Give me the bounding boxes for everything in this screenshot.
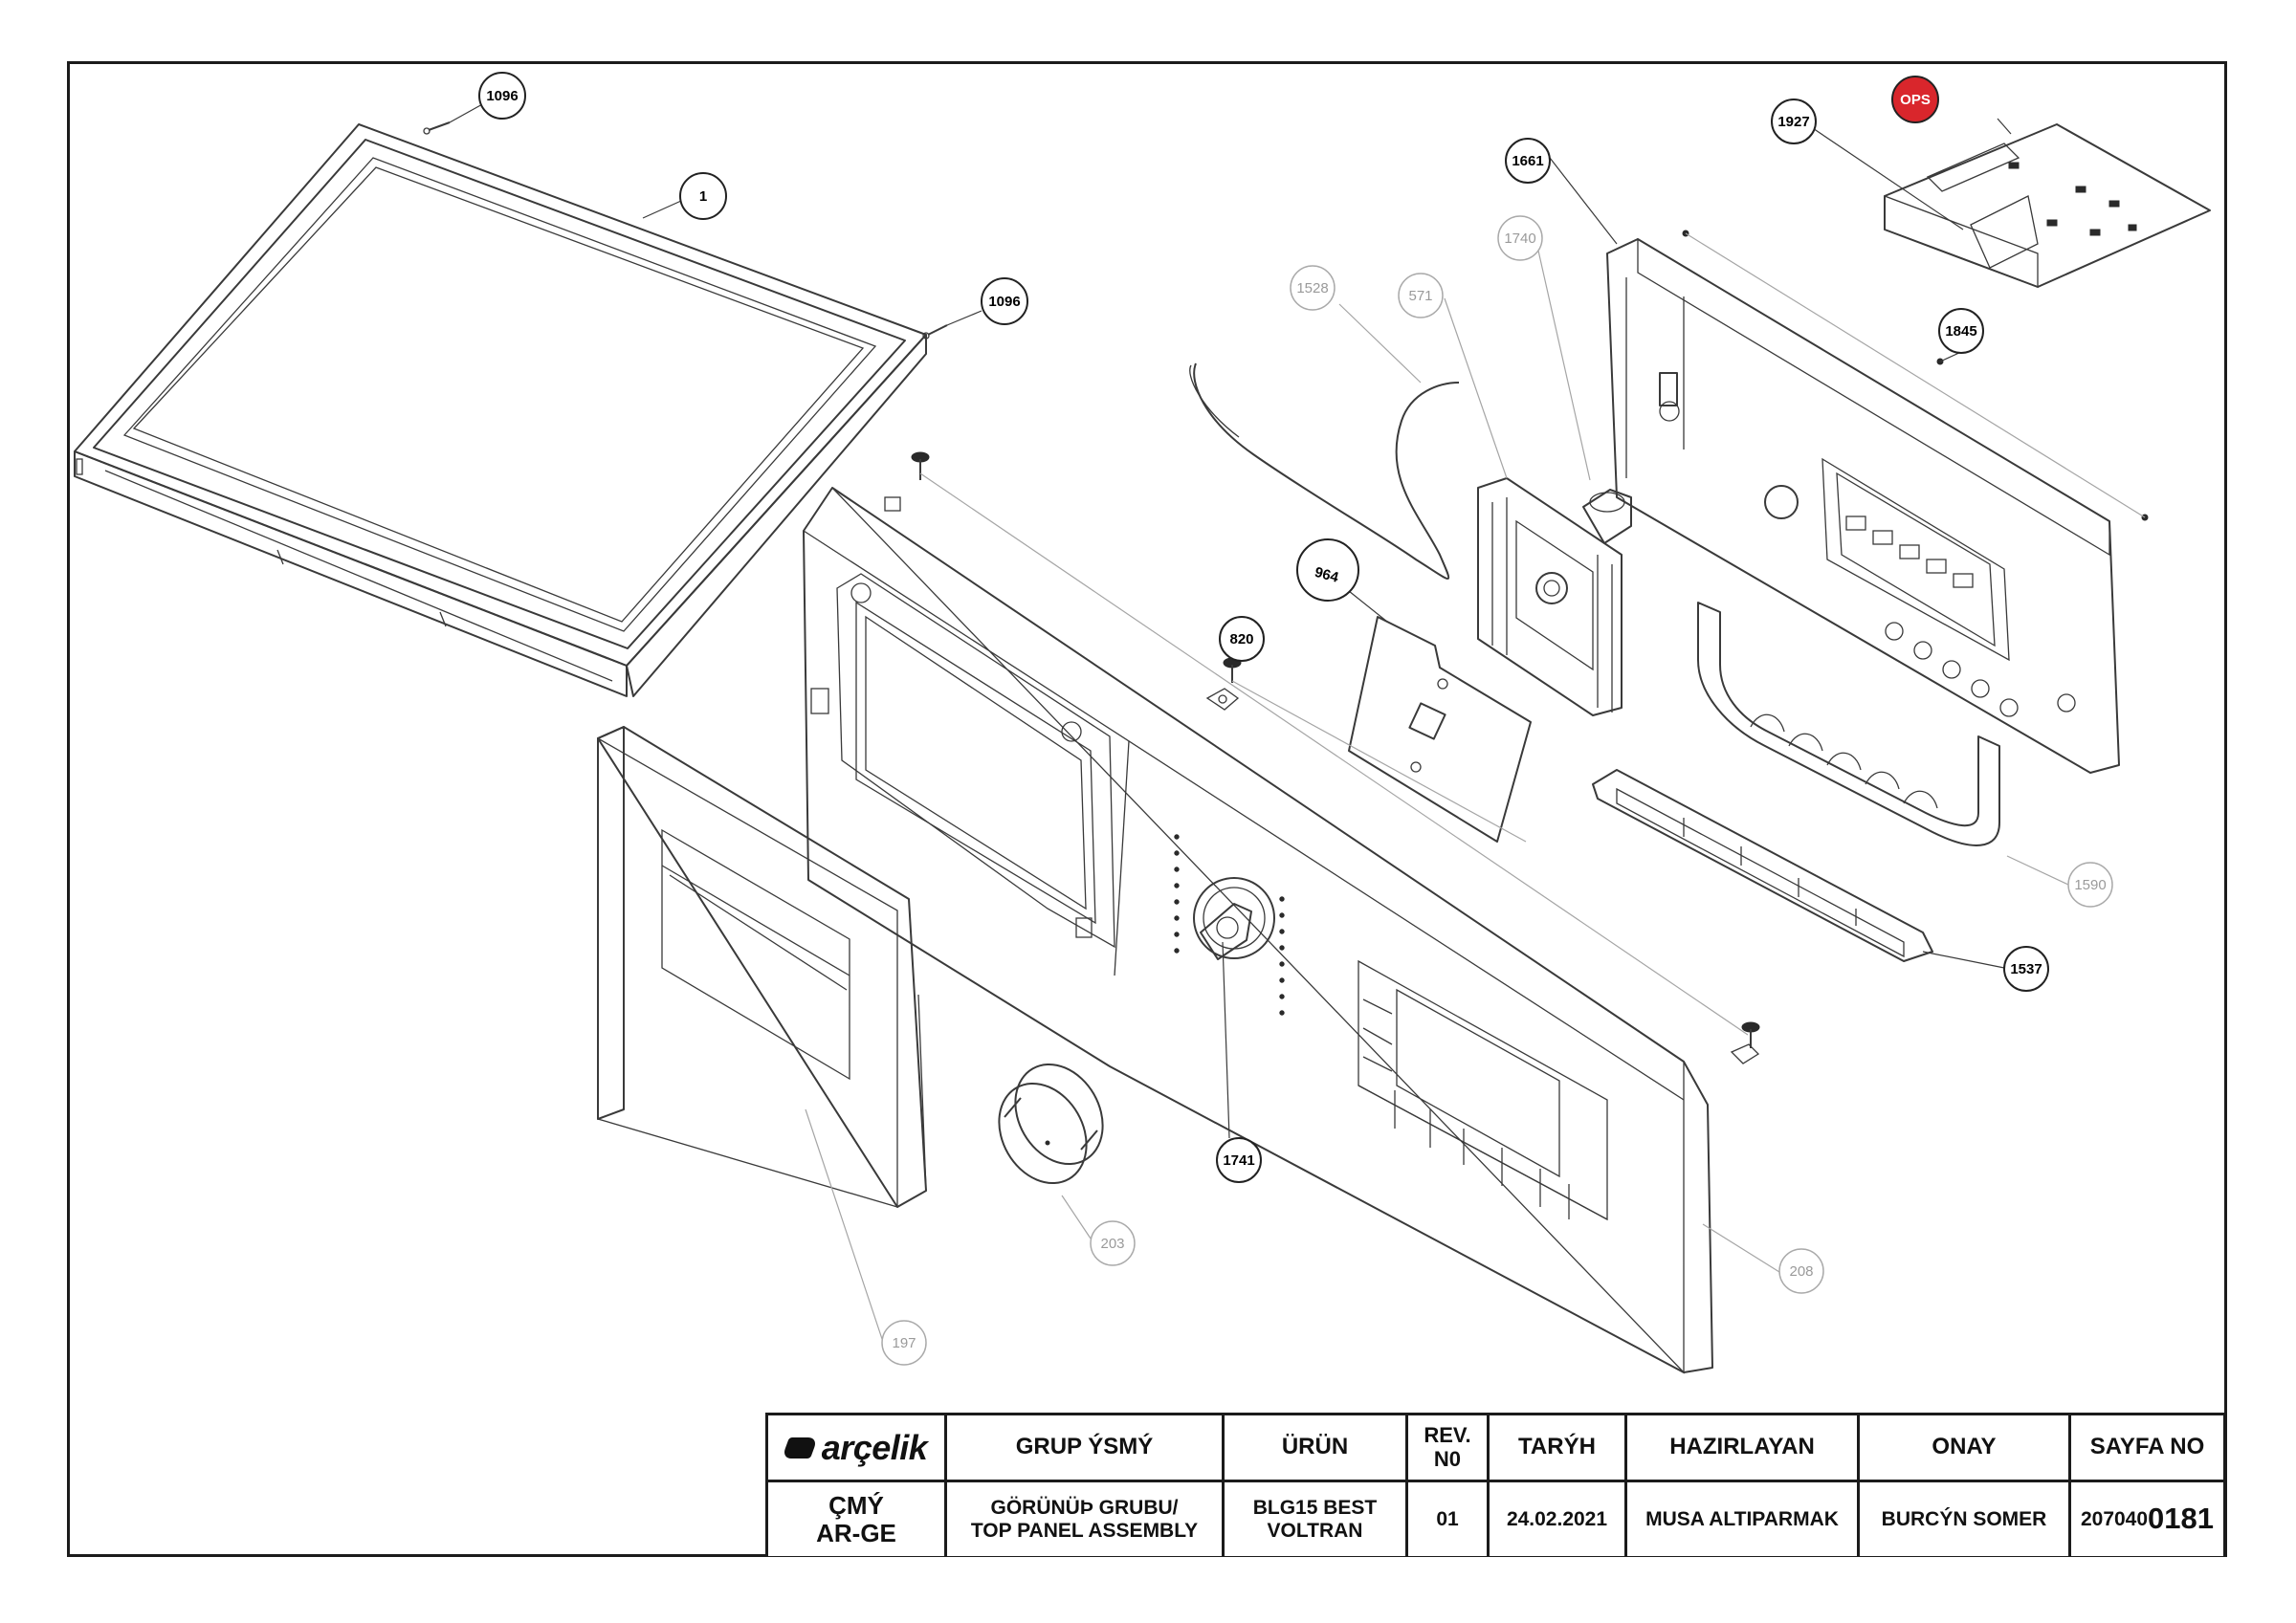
callout-820: 820 — [1219, 616, 1265, 662]
header-revision: REV. N0 — [1408, 1415, 1490, 1482]
knob-shaft-part — [1200, 903, 1252, 960]
arcelik-logo: arçelik — [781, 1429, 928, 1467]
svg-text:203: 203 — [1100, 1236, 1124, 1252]
svg-text:197: 197 — [892, 1335, 916, 1351]
header-approved-by: ONAY — [1860, 1415, 2071, 1482]
callout-1528: 1528 — [1290, 265, 1336, 311]
front-panel-part — [803, 487, 1760, 1374]
page-no-suffix: 0181 — [2148, 1502, 2215, 1536]
callout-197: 197 — [881, 1320, 927, 1366]
pcb-buttons — [1885, 622, 2076, 717]
value-date: 24.02.2021 — [1490, 1482, 1627, 1556]
svg-text:1845: 1845 — [1945, 323, 1976, 340]
svg-text:1927: 1927 — [1777, 114, 1809, 130]
callout-1740: 1740 — [1497, 215, 1543, 261]
company-logo-cell: arçelik — [768, 1415, 947, 1482]
svg-text:820: 820 — [1229, 631, 1253, 647]
encoder-1740-part — [1582, 489, 1632, 544]
header-product: ÜRÜN — [1225, 1415, 1408, 1482]
svg-text:1741: 1741 — [1223, 1152, 1254, 1169]
callout-1: 1 — [679, 172, 727, 220]
svg-text:571: 571 — [1408, 288, 1432, 304]
main-pcb-part — [1606, 237, 2120, 774]
svg-text:1: 1 — [699, 188, 707, 205]
value-group-name: GÖRÜNÜÞ GRUBU/ TOP PANEL ASSEMBLY — [947, 1482, 1225, 1556]
svg-text:1661: 1661 — [1512, 153, 1543, 169]
value-revision: 01 — [1408, 1482, 1490, 1556]
callout-1537: 1537 — [2003, 946, 2049, 992]
callout-ops-badge: OPS — [1891, 76, 1939, 123]
cable-1528-part — [1189, 362, 1460, 580]
value-approved-by: BURCÝN SOMER — [1860, 1482, 2071, 1556]
header-group-name: GRUP ÝSMÝ — [947, 1415, 1225, 1482]
callout-1590: 1590 — [2067, 862, 2113, 908]
callout-1845: 1845 — [1938, 308, 1984, 354]
header-prepared-by: HAZIRLAYAN — [1627, 1415, 1860, 1482]
led-holder-571-part — [1477, 477, 1623, 716]
program-led-dots — [1174, 834, 1285, 1016]
program-knob-part — [998, 1063, 1104, 1185]
title-block: arçelik GRUP ÝSMÝ ÜRÜN REV. N0 TARÝH HAZ… — [765, 1413, 2226, 1556]
secondary-pcb-components — [2008, 162, 2137, 236]
value-product: BLG15 BEST VOLTRAN — [1225, 1482, 1408, 1556]
callout-1661: 1661 — [1505, 138, 1551, 184]
callout-208: 208 — [1778, 1248, 1824, 1294]
screw-top-left — [911, 451, 930, 480]
page-no-prefix: 207040 — [2080, 1507, 2149, 1530]
callout-964: 964 — [1296, 538, 1359, 602]
pin-1096-b — [922, 324, 948, 340]
leader-lines — [449, 102, 2146, 1340]
svg-text:208: 208 — [1789, 1263, 1813, 1280]
detergent-drawer-part — [597, 726, 927, 1208]
svg-text:1740: 1740 — [1504, 230, 1535, 247]
pin-1096-a — [423, 121, 451, 135]
header-date: TARÝH — [1490, 1415, 1627, 1482]
svg-text:OPS: OPS — [1900, 92, 1931, 108]
callout-1927: 1927 — [1771, 99, 1817, 144]
screw-820 — [1223, 657, 1242, 683]
svg-text:1096: 1096 — [486, 88, 518, 104]
value-department: ÇMÝ AR-GE — [768, 1482, 947, 1556]
svg-text:1528: 1528 — [1296, 280, 1328, 296]
svg-text:1096: 1096 — [988, 294, 1020, 310]
callout-571: 571 — [1398, 273, 1444, 318]
screw-right — [1741, 1021, 1760, 1048]
callout-203: 203 — [1090, 1220, 1136, 1266]
svg-text:1590: 1590 — [2074, 877, 2106, 893]
button-carrier-1537-part — [1592, 769, 1933, 962]
pcb-display-segments — [1845, 515, 1974, 588]
header-page-no: SAYFA NO — [2071, 1415, 2226, 1482]
svg-text:964: 964 — [1313, 564, 1340, 586]
arcelik-logo-icon — [781, 1437, 818, 1459]
callout-1096-b: 1096 — [981, 277, 1028, 325]
svg-text:1537: 1537 — [2010, 961, 2042, 977]
callout-1096-a: 1096 — [478, 72, 526, 120]
secondary-pcb-part — [1884, 123, 2211, 288]
light-guide-1590-part — [1697, 602, 2000, 846]
top-cover-part — [74, 123, 927, 697]
gasket-964-part — [1348, 616, 1532, 843]
value-prepared-by: MUSA ALTIPARMAK — [1627, 1482, 1860, 1556]
callout-1741: 1741 — [1216, 1137, 1262, 1183]
